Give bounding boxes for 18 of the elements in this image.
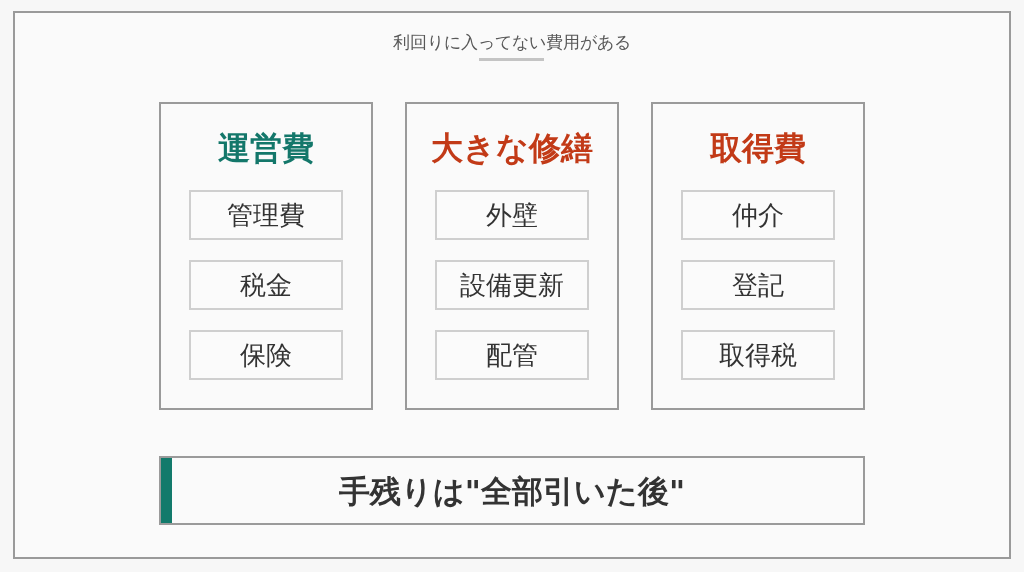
item-box: 税金: [189, 260, 343, 310]
category-panel: [159, 102, 373, 410]
item-box: 仲介: [681, 190, 835, 240]
item-box: 外壁: [435, 190, 589, 240]
category-panel: [651, 102, 865, 410]
column-heading: 運営費: [218, 128, 314, 168]
item-box: 管理費: [189, 190, 343, 240]
item-box: 設備更新: [435, 260, 589, 310]
column-heading: 大きな修繕: [431, 128, 593, 168]
item-box: 登記: [681, 260, 835, 310]
item-box: 取得税: [681, 330, 835, 380]
summary-bar: [159, 456, 865, 525]
item-box: 配管: [435, 330, 589, 380]
title: 利回りに入ってない費用がある: [393, 31, 631, 53]
column-heading: 取得費: [710, 128, 806, 168]
category-panel: [405, 102, 619, 410]
item-box: 保険: [189, 330, 343, 380]
summary-text: 手残りは"全部引いた後": [338, 471, 686, 511]
